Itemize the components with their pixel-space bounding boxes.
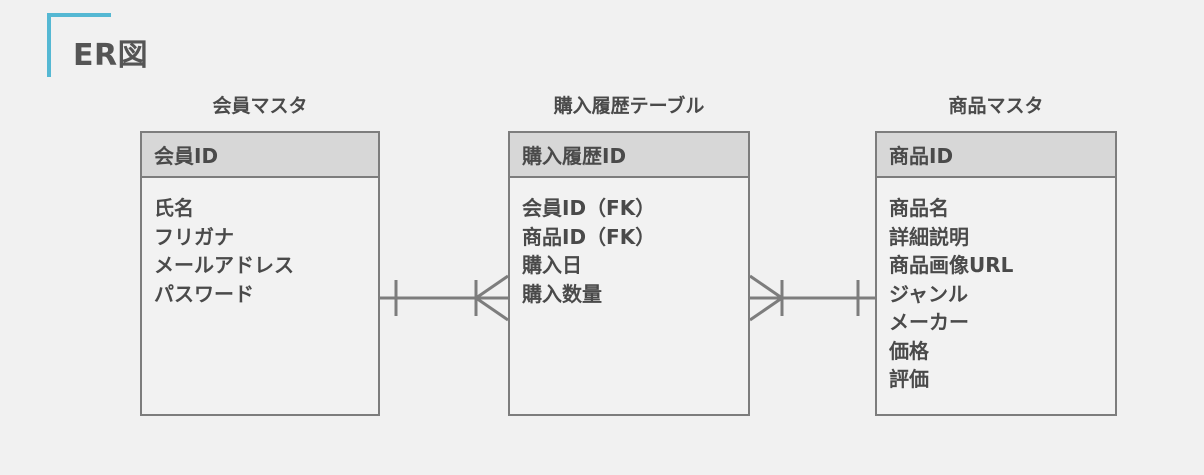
entity-primary-key: 商品ID (877, 133, 1115, 178)
entity-field: ジャンル (889, 281, 968, 306)
entity-field: 氏名 (154, 196, 194, 220)
entity-primary-key: 購入履歴ID (510, 133, 748, 178)
entity-field: 商品ID（FK） (522, 224, 656, 249)
entity-field: 価格 (889, 338, 929, 363)
entity-field: フリガナ (154, 224, 234, 249)
entity-product-master[interactable]: 商品マスタ 商品ID 商品名 詳細説明 商品画像URL ジャンル メーカー 価格… (875, 95, 1117, 416)
entity-field: 購入日 (522, 253, 582, 277)
page-title: ER図 (73, 38, 149, 73)
entity-box: 会員ID 氏名 フリガナ メールアドレス パスワード (140, 131, 380, 416)
crows-foot-connector-icon (380, 274, 508, 322)
entity-caption: 会員マスタ (212, 95, 308, 117)
relationship-purchase-to-product[interactable] (750, 268, 875, 328)
entity-field-list: 氏名 フリガナ メールアドレス パスワード (142, 178, 378, 308)
entity-field: 詳細説明 (889, 224, 969, 249)
crows-foot-connector-icon (750, 274, 875, 322)
entity-field-list: 商品名 詳細説明 商品画像URL ジャンル メーカー 価格 評価 (877, 178, 1115, 394)
relationship-member-to-purchase[interactable] (380, 268, 508, 328)
entity-field: 会員ID（FK） (522, 196, 656, 220)
entity-member-master[interactable]: 会員マスタ 会員ID 氏名 フリガナ メールアドレス パスワード (140, 95, 380, 416)
entity-caption: 商品マスタ (948, 95, 1044, 117)
bracket-vertical-icon (47, 13, 51, 77)
entity-caption: 購入履歴テーブル (553, 95, 705, 117)
entity-field: メーカー (889, 310, 969, 334)
entity-field: 商品名 (889, 196, 949, 220)
entity-field: 評価 (889, 367, 929, 391)
entity-field: メールアドレス (154, 253, 294, 277)
entity-field: パスワード (154, 281, 254, 306)
entity-field: 購入数量 (522, 281, 602, 306)
page-title-block: ER図 (40, 8, 300, 78)
entity-box: 購入履歴ID 会員ID（FK） 商品ID（FK） 購入日 購入数量 (508, 131, 750, 416)
entity-box: 商品ID 商品名 詳細説明 商品画像URL ジャンル メーカー 価格 評価 (875, 131, 1117, 416)
bracket-horizontal-icon (47, 13, 111, 17)
entity-primary-key: 会員ID (142, 133, 378, 178)
entity-field-list: 会員ID（FK） 商品ID（FK） 購入日 購入数量 (510, 178, 748, 308)
entity-purchase-history-table[interactable]: 購入履歴テーブル 購入履歴ID 会員ID（FK） 商品ID（FK） 購入日 購入… (508, 95, 750, 416)
entity-field: 商品画像URL (889, 253, 1014, 277)
